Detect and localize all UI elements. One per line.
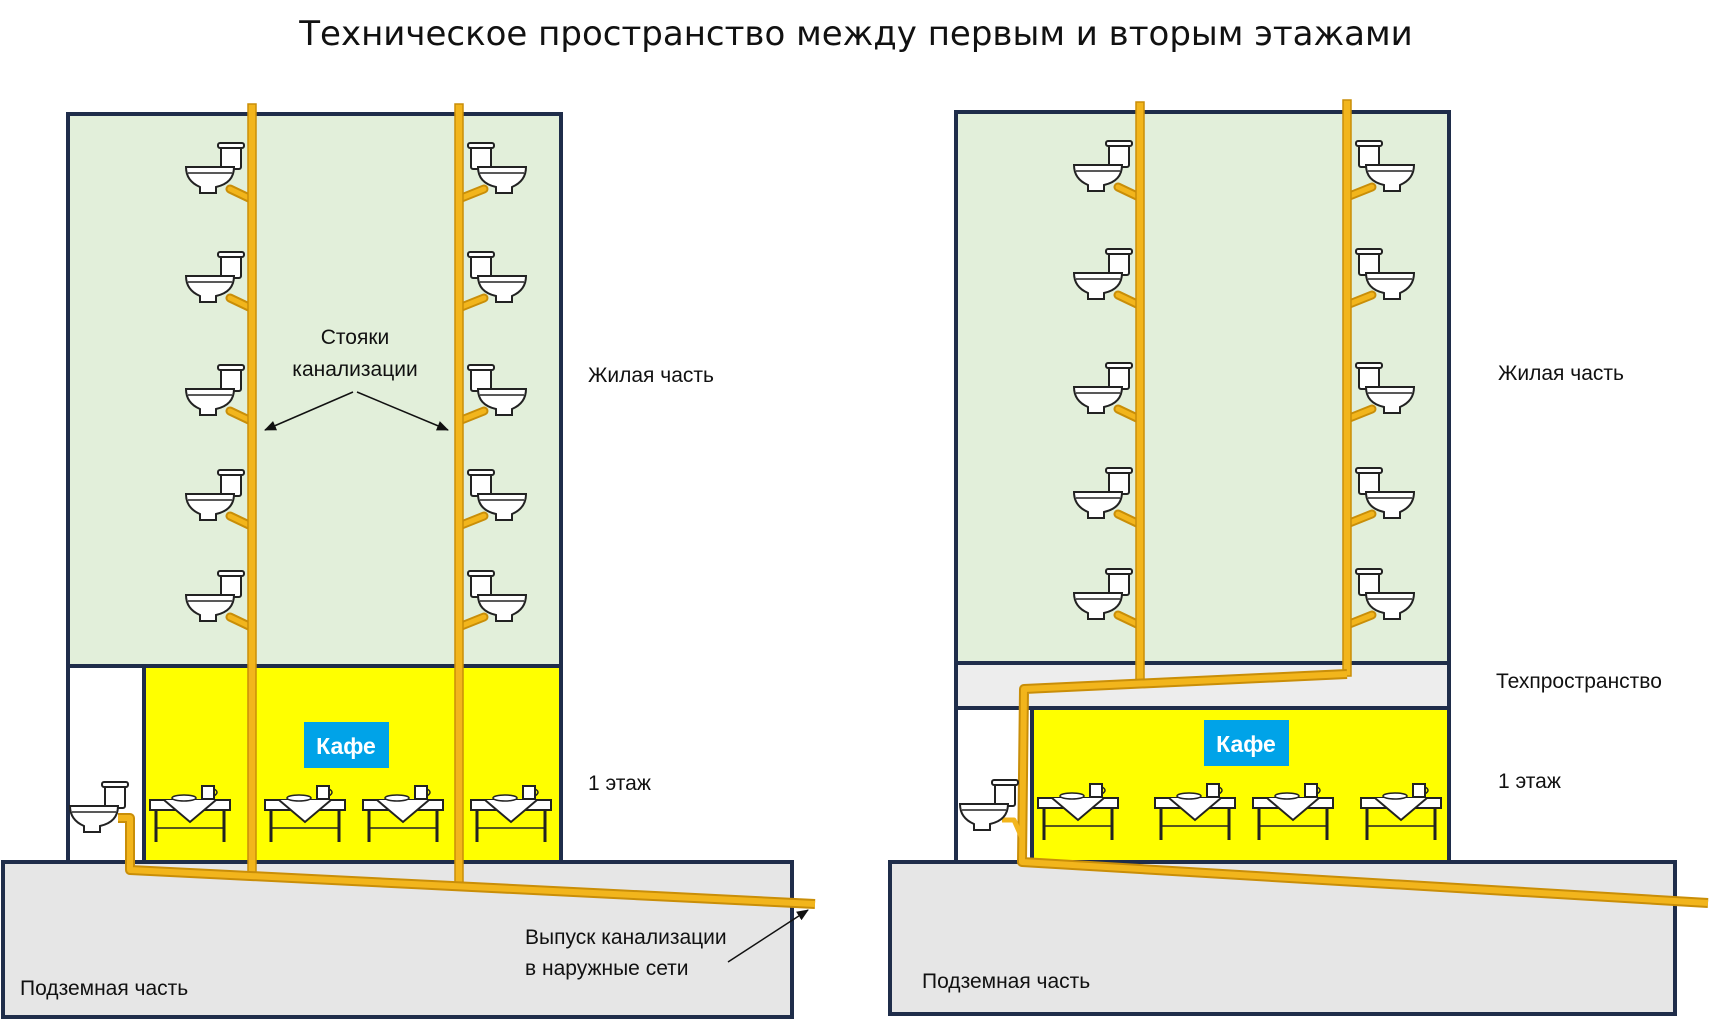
right-riser-1 — [1135, 101, 1145, 683]
right-toilet-branch — [1002, 817, 1025, 840]
right-floor1-label: 1 этаж — [1498, 770, 1561, 793]
right-cafe-label: Кафе — [1216, 731, 1276, 757]
right-cafe-badge — [1204, 720, 1289, 766]
left-cafe-badge — [304, 722, 389, 768]
right-underground — [888, 860, 1677, 1016]
left-floor1-label: 1 этаж — [588, 772, 651, 795]
right-riser-2 — [1342, 99, 1352, 677]
arrow-icon — [727, 909, 809, 963]
left-outlet-label-line1: Выпуск канализации — [525, 926, 727, 949]
right-residential-label: Жилая часть — [1498, 362, 1624, 385]
arrow-icon — [264, 391, 354, 431]
left-collector-pipe — [118, 815, 816, 907]
left-residential-label: Жилая часть — [588, 364, 714, 387]
left-riser-2 — [454, 103, 464, 889]
left-underground-label: Подземная часть — [20, 977, 188, 1000]
diagram-title: Техническое пространство между первым и … — [299, 14, 1413, 54]
right-collector-pipe — [1019, 671, 1709, 906]
right-diagram: Кафе Жилая часть Техпространство 1 этаж … — [888, 99, 1709, 1016]
left-riser-1 — [247, 103, 257, 877]
left-cafe-label: Кафе — [316, 733, 376, 759]
left-outlet-label-line2: в наружные сети — [525, 957, 689, 980]
right-techspace-label: Техпространство — [1496, 670, 1662, 693]
right-underground-label: Подземная часть — [922, 970, 1090, 993]
left-diagram: Кафе Стояки канализации Выпуск канализац… — [1, 103, 816, 1019]
left-risers-label-line2: канализации — [292, 358, 417, 381]
left-risers-label-line1: Стояки — [321, 326, 390, 349]
arrow-icon — [356, 391, 449, 431]
